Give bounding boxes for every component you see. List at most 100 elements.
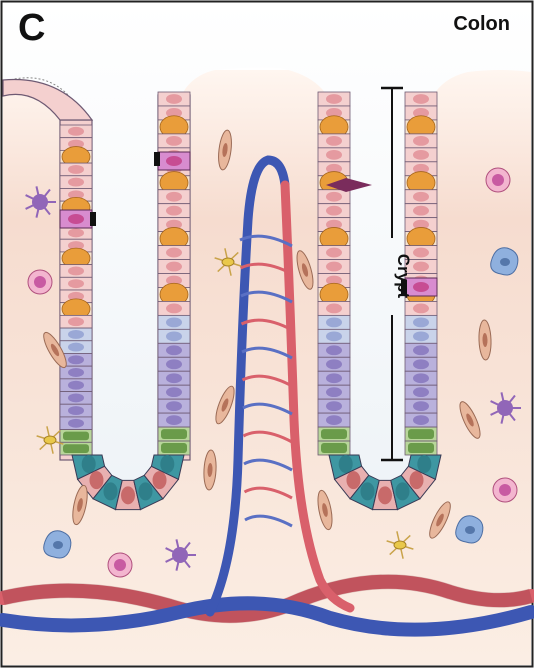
- cell-nucleus: [413, 317, 429, 327]
- cell-nucleus: [166, 387, 182, 397]
- cell-nucleus: [68, 317, 84, 326]
- reserve-cell: [63, 432, 89, 441]
- glial-cell: [222, 258, 234, 266]
- cell-nucleus: [346, 471, 360, 489]
- brush-border: [90, 212, 96, 226]
- cell-nucleus: [499, 484, 511, 496]
- cell-nucleus: [413, 248, 429, 258]
- cell-nucleus: [378, 486, 392, 504]
- cell-nucleus: [68, 381, 84, 390]
- cell-nucleus: [68, 393, 84, 402]
- cell-nucleus: [465, 526, 475, 534]
- panel-title: Colon: [453, 13, 510, 35]
- cell-nucleus: [68, 178, 84, 187]
- cell-nucleus: [166, 345, 182, 355]
- reserve-cell: [321, 443, 347, 453]
- cell-nucleus: [166, 206, 182, 216]
- cell-nucleus: [121, 486, 135, 504]
- cell-nucleus: [82, 455, 96, 473]
- glial-cell: [44, 436, 56, 444]
- cell-nucleus: [68, 355, 84, 364]
- cell-nucleus: [326, 373, 342, 383]
- reserve-cell: [408, 443, 434, 453]
- cell-nucleus: [326, 136, 342, 146]
- cell-nucleus: [413, 345, 429, 355]
- reserve-cell: [63, 444, 89, 453]
- cell-nucleus: [500, 258, 510, 266]
- cell-nucleus: [326, 401, 342, 411]
- cell-nucleus: [417, 455, 431, 473]
- cell-nucleus: [68, 406, 84, 415]
- cell-nucleus: [413, 192, 429, 202]
- cell-nucleus: [68, 343, 84, 352]
- cell-nucleus: [413, 94, 429, 104]
- cell-nucleus: [326, 387, 342, 397]
- cell-nucleus: [410, 471, 424, 489]
- cell-nucleus: [68, 419, 84, 428]
- cell-nucleus: [326, 331, 342, 341]
- cell-nucleus: [166, 415, 182, 425]
- brush-border: [154, 152, 160, 166]
- cell-nucleus: [339, 455, 353, 473]
- cell-nucleus: [326, 94, 342, 104]
- cell-nucleus: [326, 248, 342, 258]
- cell-nucleus: [361, 482, 375, 500]
- cell-nucleus: [413, 373, 429, 383]
- cell-nucleus: [166, 94, 182, 104]
- cell-nucleus: [326, 262, 342, 272]
- cell-nucleus: [166, 359, 182, 369]
- cell-nucleus: [326, 359, 342, 369]
- cell-nucleus: [492, 174, 504, 186]
- cell-nucleus: [413, 359, 429, 369]
- cell-nucleus: [326, 304, 342, 314]
- cell-nucleus: [413, 136, 429, 146]
- cell-nucleus: [413, 262, 429, 272]
- cell-nucleus: [53, 541, 63, 549]
- cell-nucleus: [166, 401, 182, 411]
- cell-nucleus: [413, 206, 429, 216]
- panel-letter: C: [18, 7, 45, 49]
- dendritic-cell: [32, 194, 48, 210]
- cell-nucleus: [153, 471, 167, 489]
- cell-nucleus: [326, 317, 342, 327]
- cell-nucleus: [68, 330, 84, 339]
- cell-nucleus: [166, 192, 182, 202]
- cell-nucleus: [89, 471, 103, 489]
- cell-nucleus: [413, 150, 429, 160]
- dendritic-cell: [497, 400, 513, 416]
- cell-nucleus: [326, 150, 342, 160]
- cell-nucleus: [413, 415, 429, 425]
- crypt-label: Crypt: [394, 254, 413, 299]
- dendritic-cell: [172, 547, 188, 563]
- reserve-cell: [161, 443, 187, 453]
- cell-nucleus: [413, 304, 429, 314]
- cell-nucleus: [166, 262, 182, 272]
- cell-nucleus: [68, 228, 84, 237]
- cell-nucleus: [413, 331, 429, 341]
- cell-nucleus: [413, 401, 429, 411]
- cell-nucleus: [326, 206, 342, 216]
- cell-nucleus: [166, 317, 182, 327]
- cell-nucleus: [166, 156, 182, 166]
- cell-nucleus: [413, 282, 429, 292]
- cell-nucleus: [166, 304, 182, 314]
- reserve-cell: [408, 429, 434, 439]
- glial-cell: [394, 541, 406, 549]
- reserve-cell: [321, 429, 347, 439]
- cell-nucleus: [138, 482, 152, 500]
- cell-nucleus: [395, 482, 409, 500]
- cell-nucleus: [160, 455, 174, 473]
- cell-nucleus: [34, 276, 46, 288]
- cell-nucleus: [326, 415, 342, 425]
- cell-nucleus: [166, 248, 182, 258]
- cell-nucleus: [413, 387, 429, 397]
- cell-nucleus: [68, 127, 84, 136]
- cell-nucleus: [68, 165, 84, 174]
- cell-nucleus: [114, 559, 126, 571]
- cell-nucleus: [68, 279, 84, 288]
- cell-nucleus: [326, 192, 342, 202]
- cell-nucleus: [166, 331, 182, 341]
- cell-nucleus: [68, 214, 84, 224]
- cell-nucleus: [326, 345, 342, 355]
